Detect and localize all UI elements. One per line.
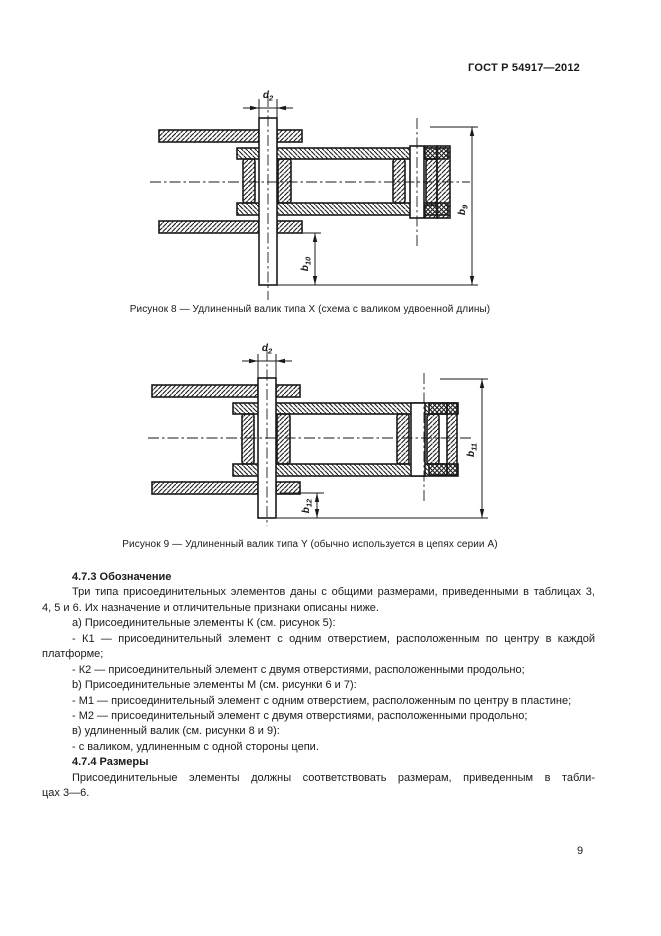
second-pin — [410, 402, 426, 477]
inner-plates — [232, 402, 459, 477]
figure-9-drawing: d2 b12 b11 — [148, 343, 488, 526]
dimension-d2 — [243, 99, 293, 118]
document-header: ГОСТ Р 54917—2012 — [468, 62, 580, 74]
section-heading-4-7-4: 4.7.4 Размеры — [72, 756, 149, 769]
body-text: 4.7.3 Обозначение Три типа присоединител… — [42, 570, 595, 802]
dimension-b12 — [277, 492, 488, 519]
list-item-v: в) удлиненный валик (см. рисунки 8 и 9): — [72, 725, 280, 738]
list-item-k1: - К1 — присоединительный элемент с одним… — [72, 632, 595, 645]
dim-label-b9: b9 — [457, 204, 470, 215]
dimension-b9 — [430, 126, 478, 285]
dim-label-d2: d2 — [263, 90, 274, 103]
text-line: Три типа присоединительных элементов дан… — [72, 586, 595, 599]
text-line: цах 3—6. — [42, 787, 90, 800]
page-number: 9 — [576, 845, 584, 857]
list-item-b: b) Присоединительные элементы М (см. рис… — [72, 679, 357, 692]
center-lines — [148, 350, 472, 526]
section-heading-4-7-3: 4.7.3 Обозначение — [72, 571, 172, 583]
list-item-k2: - К2 — присоединительный элемент с двумя… — [72, 663, 525, 676]
dim-label-d2: d2 — [262, 343, 273, 356]
bushings — [242, 158, 438, 204]
dim-label-b12: b12 — [301, 498, 314, 513]
list-item-a: а) Присоединительные элементы К (см. рис… — [72, 617, 336, 630]
dimension-d2 — [242, 354, 292, 378]
text-line: Присоединительные элементы должны соотве… — [72, 771, 595, 784]
outer-plates — [158, 129, 451, 234]
text-line: платформе; — [42, 648, 104, 661]
list-item-m1: - М1 — присоединительный элемент с одним… — [72, 694, 572, 707]
figure-8-caption: Рисунок 8 — Удлиненный валик типа X (схе… — [129, 304, 491, 315]
dim-label-b11: b11 — [466, 443, 479, 457]
figure-9-caption: Рисунок 9 — Удлиненный валик типа Y (обы… — [122, 539, 498, 550]
outer-plates — [151, 384, 458, 495]
bushings — [241, 413, 440, 465]
list-item-m2: - М2 — присоединительный элемент с двумя… — [72, 709, 528, 722]
center-lines — [150, 96, 470, 300]
dimension-b10 — [277, 232, 478, 286]
figure-8-drawing: d2 b10 b9 — [150, 90, 478, 300]
dimension-b11 — [440, 378, 488, 518]
dim-label-b10: b10 — [300, 256, 313, 271]
list-item-pin: - с валиком, удлиненным с одной стороны … — [72, 740, 319, 753]
text-line: 4, 5 и 6. Их назначение и отличительные … — [42, 601, 379, 614]
